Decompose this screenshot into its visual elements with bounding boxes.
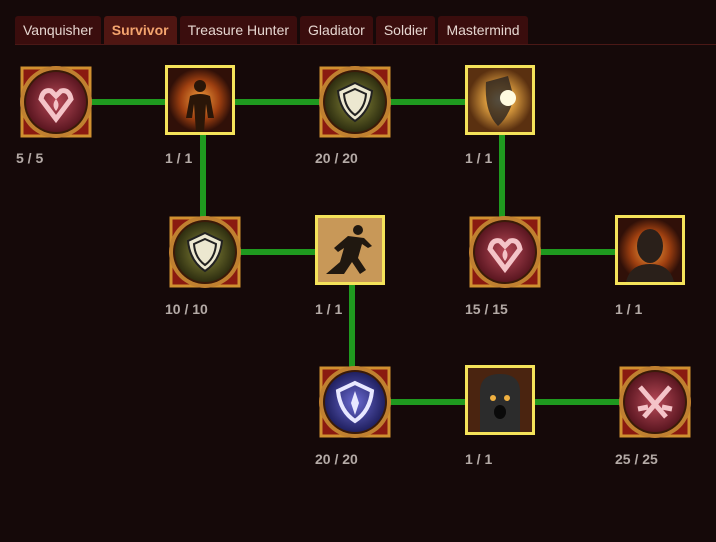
- rank-label: 1 / 1: [315, 301, 343, 317]
- rank-label: 1 / 1: [465, 451, 493, 467]
- crossed-swords-node[interactable]: [616, 363, 694, 441]
- rank-label: 1 / 1: [465, 150, 493, 166]
- shining-shield-icon: [468, 68, 532, 132]
- helmet-warrior-node[interactable]: [465, 365, 535, 435]
- rank-label: 5 / 5: [16, 150, 44, 166]
- heart-node[interactable]: [17, 63, 95, 141]
- runner-node[interactable]: [315, 215, 385, 285]
- shield-node[interactable]: [316, 63, 394, 141]
- tab-survivor[interactable]: Survivor: [103, 16, 177, 44]
- heart-node-2[interactable]: [466, 213, 544, 291]
- shining-shield-node[interactable]: [465, 65, 535, 135]
- tab-mastermind[interactable]: Mastermind: [438, 16, 528, 44]
- blue-shield-node[interactable]: [316, 363, 394, 441]
- heart-icon: [467, 214, 543, 290]
- connector: [505, 249, 650, 255]
- rank-label: 15 / 15: [465, 301, 508, 317]
- tab-treasure-hunter[interactable]: Treasure Hunter: [179, 16, 298, 44]
- tab-gladiator[interactable]: Gladiator: [300, 16, 373, 44]
- rank-label: 1 / 1: [165, 150, 193, 166]
- fiery-body-icon: [168, 68, 232, 132]
- rank-label: 1 / 1: [615, 301, 643, 317]
- connector: [200, 130, 206, 252]
- bald-head-node[interactable]: [615, 215, 685, 285]
- bald-head-icon: [618, 218, 682, 282]
- shield-node-2[interactable]: [166, 213, 244, 291]
- helmet-warrior-icon: [468, 368, 532, 432]
- shield-icon: [317, 64, 393, 140]
- tab-bar: Vanquisher Survivor Treasure Hunter Glad…: [15, 16, 716, 45]
- rank-label: 20 / 20: [315, 150, 358, 166]
- tab-vanquisher[interactable]: Vanquisher: [15, 16, 101, 44]
- tab-soldier[interactable]: Soldier: [375, 16, 436, 44]
- crossed-swords-icon: [617, 364, 693, 440]
- connector: [499, 130, 505, 252]
- rank-label: 10 / 10: [165, 301, 208, 317]
- shield-icon: [167, 214, 243, 290]
- runner-icon: [318, 218, 382, 282]
- heart-icon: [18, 64, 94, 140]
- rank-label: 25 / 25: [615, 451, 658, 467]
- connector: [349, 282, 355, 402]
- rank-label: 20 / 20: [315, 451, 358, 467]
- blue-shield-icon: [317, 364, 393, 440]
- connector: [56, 99, 500, 105]
- fiery-body-node[interactable]: [165, 65, 235, 135]
- connector: [205, 249, 350, 255]
